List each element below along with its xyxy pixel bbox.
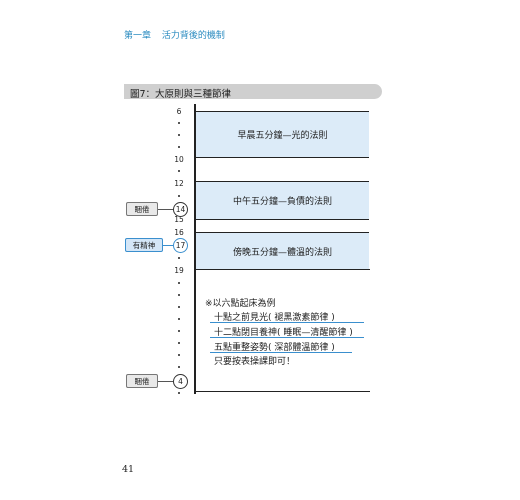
chapter-title: 活力背後的機制 <box>161 31 225 41</box>
noon-debt-block: 中午五分鐘—負債的法則 <box>196 181 369 220</box>
hour-dot <box>178 354 180 356</box>
note-line: 十二點閉目養神( 睡眠—清醒節律 ) <box>214 328 353 338</box>
chapter-header: 第一章 活力背後的機制 <box>124 28 225 41</box>
hour-dot <box>178 330 180 332</box>
block-label: 中午五分鐘—負債的法則 <box>232 197 332 207</box>
hour-dot <box>178 146 180 148</box>
hour-dot <box>178 318 180 320</box>
hour-marker-14: 14 <box>173 202 188 217</box>
marker-connector <box>163 245 173 246</box>
hour-marker-4: 4 <box>173 374 188 389</box>
energetic-tag: 有精神 <box>125 238 163 252</box>
note-underline <box>210 322 364 323</box>
block-label: 傍晚五分鐘—體溫的法則 <box>232 247 332 258</box>
evening-temperature-block: 傍晚五分鐘—體溫的法則 <box>196 232 369 270</box>
hour-dot <box>178 294 180 296</box>
hour-dot <box>178 170 180 172</box>
tick-label-10: 10 <box>174 155 184 164</box>
hour-dot <box>178 282 180 284</box>
tick-label-19: 19 <box>174 266 184 275</box>
block-label: 早晨五分鐘—光的法則 <box>237 131 328 141</box>
chapter-number: 第一章 <box>124 31 152 41</box>
tick-label-16: 16 <box>174 228 184 237</box>
morning-light-block: 早晨五分鐘—光的法則 <box>196 111 369 158</box>
note-underline <box>210 352 352 353</box>
sleepy-tag: 睏倦 <box>126 202 158 216</box>
hour-dot <box>178 342 180 344</box>
hour-marker-17: 17 <box>173 238 188 253</box>
note-line: 五點重整姿勢( 深部體溫節律 ) <box>214 343 335 353</box>
tick-label-12: 12 <box>174 179 184 188</box>
marker-connector <box>158 381 173 382</box>
tick-label-15: 15 <box>174 215 184 224</box>
hour-line-end <box>194 391 370 392</box>
hour-dot <box>178 257 180 259</box>
note-line: ※以六點起床為例 <box>205 299 276 309</box>
note-line: 只要按表操課即可！ <box>214 357 296 367</box>
sleepy-tag: 睏倦 <box>126 374 158 388</box>
note-line: 十點之前見光( 褪黑激素節律 ) <box>214 313 335 323</box>
note-underline <box>210 337 364 338</box>
timeline-axis <box>194 104 196 394</box>
hour-dot <box>178 195 180 197</box>
tick-label-6: 6 <box>176 107 182 116</box>
hour-dot <box>178 134 180 136</box>
figure-title-banner <box>124 84 382 99</box>
page-number: 41 <box>122 464 135 475</box>
hour-dot <box>178 306 180 308</box>
hour-dot <box>178 392 180 394</box>
figure-title: 圖7：大原則與三種節律 <box>130 89 232 100</box>
hour-dot <box>178 122 180 124</box>
marker-connector <box>158 209 173 210</box>
hour-dot <box>178 366 180 368</box>
